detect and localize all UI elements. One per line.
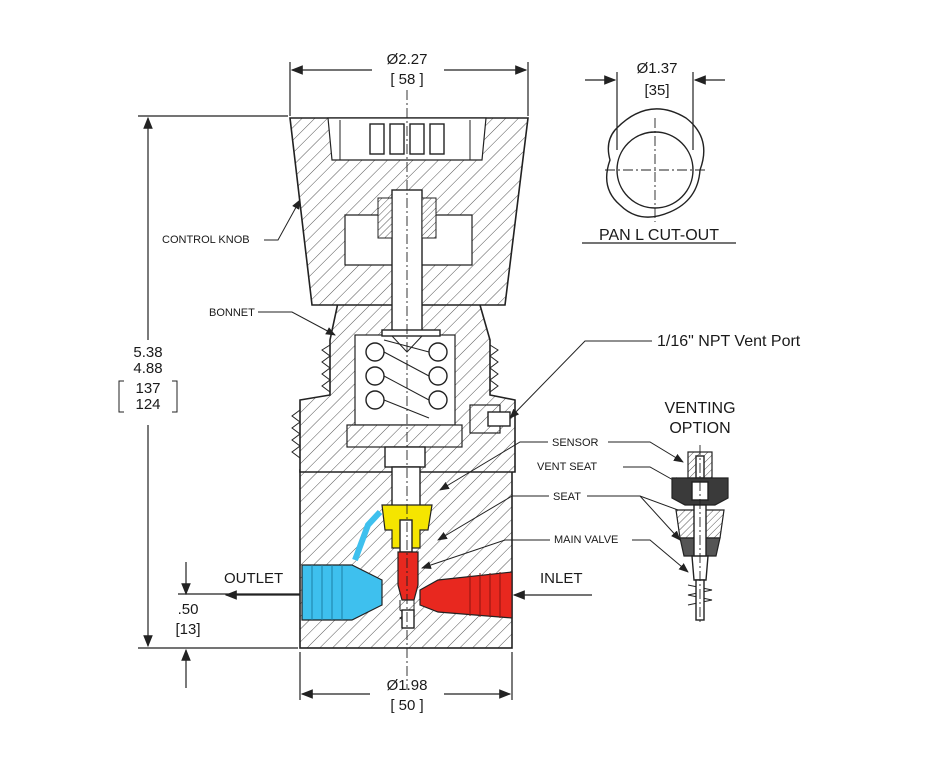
vent-port-label: 1/16" NPT Vent Port — [657, 333, 801, 350]
sensor-callout: SENSOR — [439, 437, 684, 491]
venting-option-detail: VENTING OPTION — [664, 400, 736, 625]
venting-option-label-2: OPTION — [669, 420, 730, 437]
height-mm-max-label: 137 — [135, 380, 160, 397]
inlet-port — [419, 571, 513, 619]
outlet-port — [301, 509, 383, 621]
inlet-callout: INLET — [512, 570, 592, 600]
main-valve-label: MAIN VALVE — [554, 534, 618, 546]
bottom-offset-mm-label: [13] — [175, 621, 200, 638]
panel-cutout-title: PAN L CUT-OUT — [599, 227, 719, 244]
control-knob-label: CONTROL KNOB — [162, 234, 250, 246]
sensor-label: SENSOR — [552, 437, 599, 449]
vent-seat-callout: VENT SEAT — [537, 461, 683, 486]
height-in-max-label: 5.38 — [133, 344, 162, 361]
outlet-label: OUTLET — [224, 570, 283, 587]
seat-label: SEAT — [553, 491, 581, 503]
venting-option-label-1: VENTING — [664, 400, 735, 417]
panel-diameter-mm-label: [35] — [644, 82, 669, 99]
control-knob-callout: CONTROL KNOB — [162, 199, 301, 246]
bottom-offset-dimension: .50 [13] — [175, 562, 300, 688]
spring — [365, 339, 448, 419]
main-valve-part — [397, 551, 419, 629]
panel-diameter-label: Ø1.37 — [637, 60, 678, 77]
bonnet-part — [291, 269, 516, 473]
height-mm-min-label: 124 — [135, 396, 160, 413]
top-diameter-mm-label: [ 58 ] — [390, 71, 423, 88]
base-diameter-dimension: Ø1.98 [ 50 ] — [299, 652, 513, 714]
vent-port-callout: 1/16" NPT Vent Port — [509, 333, 801, 419]
outlet-callout: OUTLET — [224, 570, 300, 600]
base-diameter-label: Ø1.98 — [387, 677, 428, 694]
height-dimension: 5.38 4.88 137 124 — [118, 115, 298, 649]
top-diameter-dimension: Ø2.27 [ 58 ] — [289, 51, 529, 116]
inlet-label: INLET — [540, 570, 583, 587]
base-diameter-mm-label: [ 50 ] — [390, 697, 423, 714]
bonnet-callout: BONNET — [209, 307, 336, 336]
vent-seat-label: VENT SEAT — [537, 461, 597, 473]
vent-port-part — [469, 404, 511, 434]
height-in-min-label: 4.88 — [133, 360, 162, 377]
top-diameter-label: Ø2.27 — [387, 51, 428, 68]
seat-callout: SEAT — [437, 491, 681, 541]
bottom-offset-label: .50 — [178, 601, 199, 618]
main-valve-callout: MAIN VALVE — [421, 534, 689, 573]
bonnet-label: BONNET — [209, 307, 255, 319]
panel-cutout-detail: Ø1.37 [35] PAN L CUT-OUT — [582, 60, 736, 244]
